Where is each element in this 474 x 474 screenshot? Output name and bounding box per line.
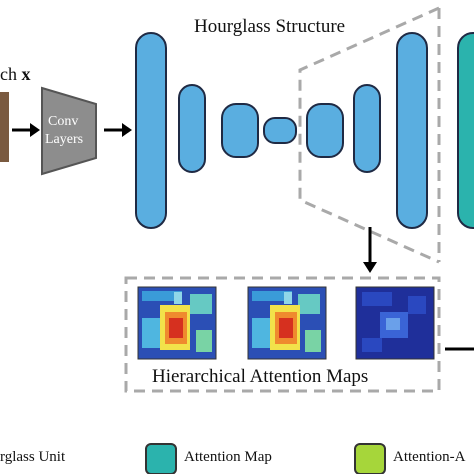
hourglass-unit <box>135 32 167 229</box>
hourglass-unit <box>306 103 344 158</box>
legend-label-attention-map: Attention Map <box>184 449 272 465</box>
input-symbol: x <box>21 64 31 84</box>
hourglass-unit <box>221 103 259 158</box>
hourglass-unit <box>178 84 206 173</box>
input-label-text: ch <box>0 64 17 84</box>
hourglass-unit <box>263 117 297 144</box>
hourglass-units <box>135 32 428 229</box>
attention-maps-frame <box>124 276 441 393</box>
arrow-conv-to-hourglass <box>104 123 132 137</box>
attention-heatmap-2 <box>247 286 327 360</box>
arrow-input-to-conv <box>12 123 40 137</box>
input-image <box>0 92 9 162</box>
conv-label-line1: Conv <box>48 114 79 129</box>
legend-label-hourglass-unit: rglass Unit <box>0 449 66 465</box>
attention-aware-unit <box>457 32 474 229</box>
attention-heatmap-1 <box>137 286 217 360</box>
arrow-to-attention-maps <box>363 227 377 273</box>
hierarchical-maps-title: Hierarchical Attention Maps <box>152 366 369 387</box>
conv-label-line2: Layers <box>45 132 84 147</box>
hourglass-unit <box>353 84 381 173</box>
legend-swatch-attention-map <box>145 443 177 474</box>
zoom-frustum <box>298 6 441 264</box>
hourglass-structure-title: Hourglass Structure <box>194 16 346 37</box>
attention-heatmap-3 <box>355 286 435 360</box>
legend-swatch-attention-aware <box>354 443 386 474</box>
legend-label-attention-aware: Attention-A <box>393 449 466 465</box>
hourglass-unit <box>396 32 428 229</box>
conv-layers-block <box>41 86 97 176</box>
input-patch-label: ch x <box>0 64 31 85</box>
